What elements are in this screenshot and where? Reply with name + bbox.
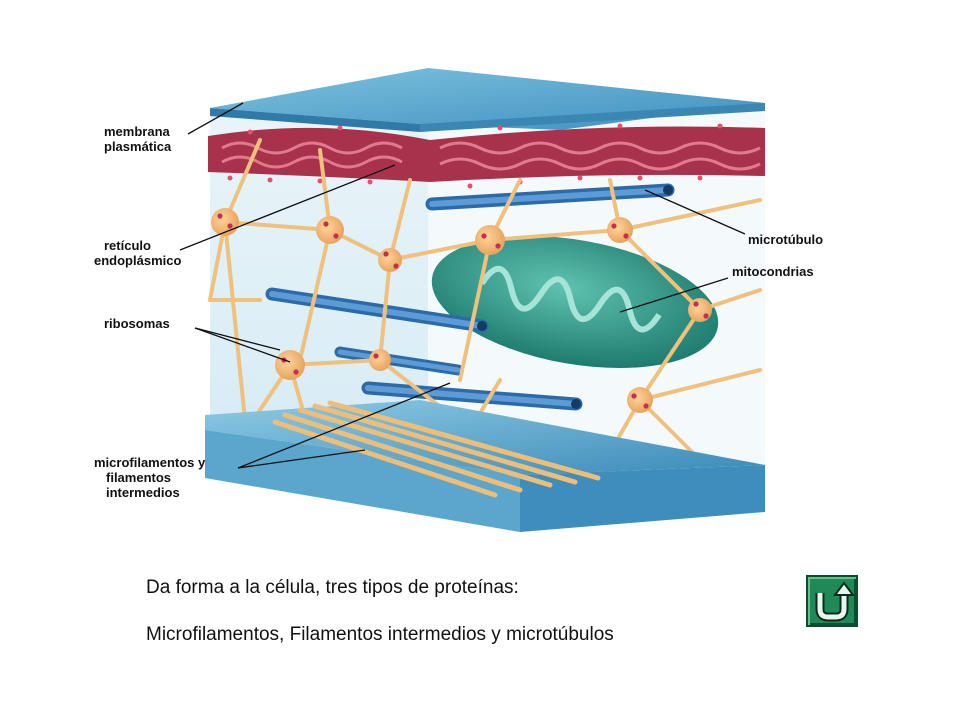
label-microfilamentos-line1: microfilamentos y — [94, 455, 206, 470]
label-microfilamentos-line3: intermedios — [106, 485, 180, 500]
u-turn-back-icon — [815, 581, 855, 622]
label-ribosomas: ribosomas — [104, 316, 170, 331]
label-microtubulo: microtúbulo — [748, 232, 824, 247]
back-button[interactable] — [806, 575, 858, 627]
label-reticulo-line2: endoplásmico — [94, 253, 182, 268]
leader-lines — [179, 102, 746, 469]
bottom-membrane — [205, 400, 765, 532]
caption-line2: Microfilamentos, Filamentos intermedios … — [146, 624, 614, 645]
label-membrana-line2: plasmática — [104, 139, 172, 154]
microtubules — [265, 183, 675, 411]
endoplasmic-reticulum — [208, 123, 765, 189]
label-membrana: membrana plasmática — [104, 124, 171, 154]
label-reticulo-line1: retículo — [104, 238, 151, 253]
label-reticulo: retículo endoplásmico — [94, 238, 181, 268]
label-membrana-line1: membrana — [104, 124, 170, 139]
plasma-membrane — [210, 68, 765, 132]
microfilaments-bundle — [272, 400, 601, 498]
label-microfilamentos: microfilamentos y filamentos intermedios — [94, 455, 205, 500]
label-microfilamentos-line2: filamentos — [106, 470, 172, 485]
label-mitocondrias: mitocondrias — [732, 264, 814, 279]
caption-line1: Da forma a la célula, tres tipos de prot… — [146, 577, 519, 598]
